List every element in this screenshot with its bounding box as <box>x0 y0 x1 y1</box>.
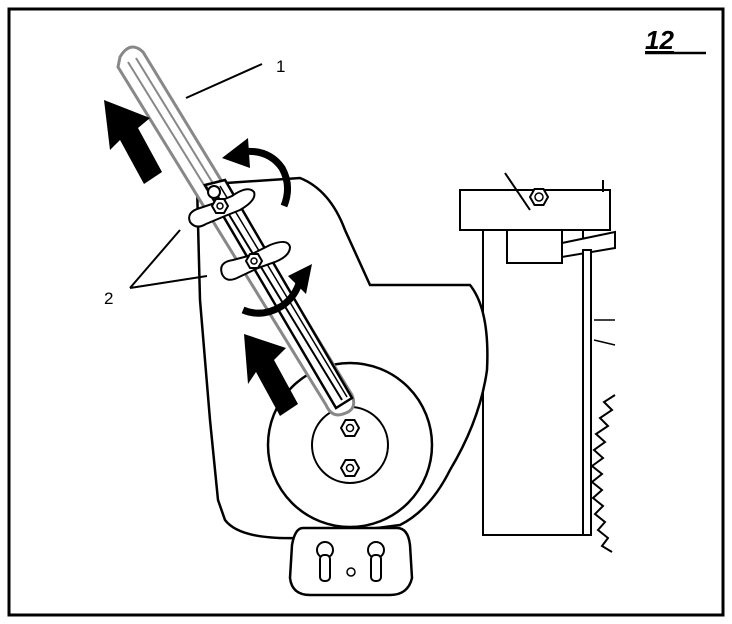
hub-bolt-icon <box>339 419 361 437</box>
control-rod <box>116 45 356 417</box>
hub-bolt-icon <box>339 459 361 477</box>
machine-body <box>459 172 616 536</box>
callout-2-leader-a <box>129 229 181 289</box>
top-bolt-icon <box>528 188 550 206</box>
figure-frame <box>7 7 725 617</box>
bottom-bracket <box>288 526 414 597</box>
up-left-arrow-icon <box>244 334 298 416</box>
callout-1-leader <box>185 63 263 99</box>
callout-2-leader-b <box>129 275 208 289</box>
auger-teeth <box>590 394 616 553</box>
lower-wing-nut-icon <box>220 241 292 281</box>
rotate-arrow-icon <box>222 138 291 208</box>
figure-number: 12 <box>645 25 674 55</box>
rotate-arrow-icon <box>241 264 312 317</box>
bracket-bolt-left-icon <box>316 541 334 582</box>
bracket-bolt-right-icon <box>367 541 385 582</box>
upper-wing-nut-icon <box>188 185 256 228</box>
up-left-arrow-icon <box>104 100 162 184</box>
callout-1-label: 1 <box>276 57 285 76</box>
callout-2-label: 2 <box>104 289 113 308</box>
